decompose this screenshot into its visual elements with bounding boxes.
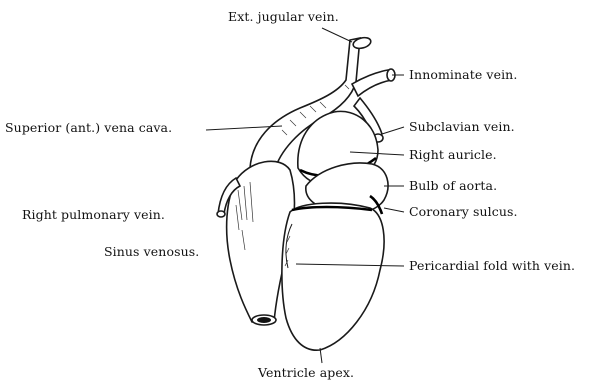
label-innominate: Innominate vein. [409, 68, 517, 82]
label-ext-jugular: Ext. jugular vein. [228, 10, 339, 24]
label-ventricle-apex: Ventricle apex. [258, 366, 354, 380]
label-right-auricle: Right auricle. [409, 148, 497, 162]
label-pericardial-fold: Pericardial fold with vein. [409, 259, 575, 273]
label-sinus-venosus: Sinus venosus. [104, 245, 199, 259]
label-superior-vena-cava: Superior (ant.) vena cava. [5, 121, 172, 135]
label-bulb-aorta: Bulb of aorta. [409, 179, 497, 193]
label-right-pulmonary: Right pulmonary vein. [22, 208, 165, 222]
ventricle [282, 203, 384, 350]
label-coronary-sulcus: Coronary sulcus. [409, 205, 518, 219]
label-subclavian: Subclavian vein. [409, 120, 515, 134]
